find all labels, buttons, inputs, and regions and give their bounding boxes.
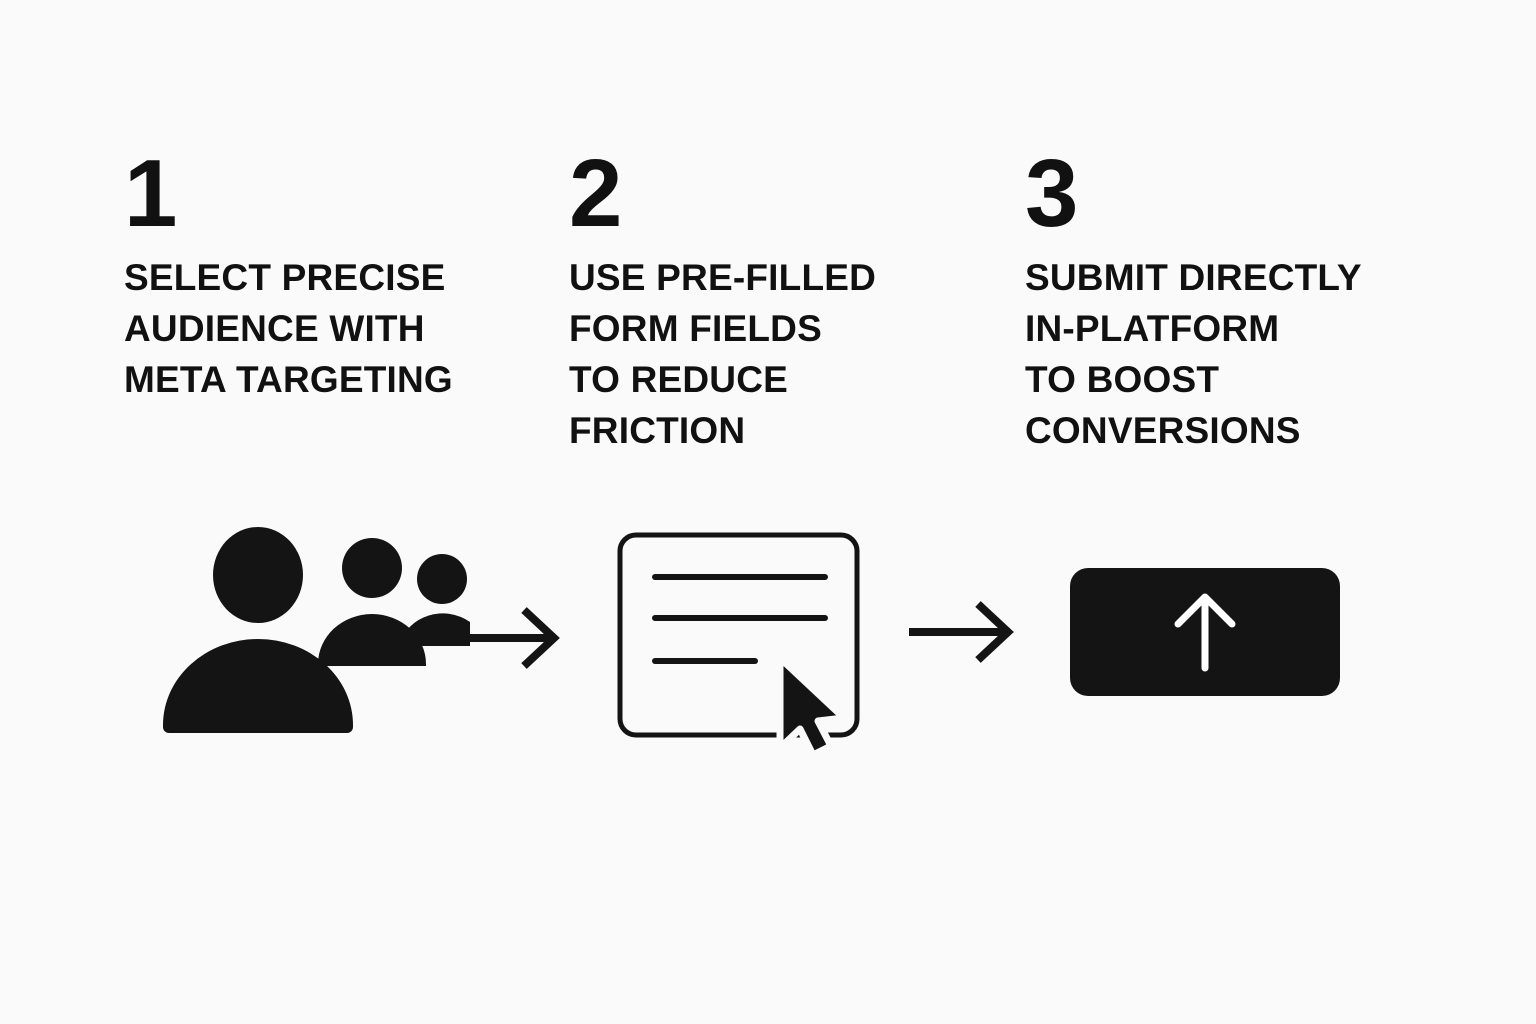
person-body-medium [318, 614, 426, 666]
step-title-3: SUBMIT DIRECTLY IN-PLATFORM TO BOOST CON… [1025, 257, 1362, 451]
person-head-large [213, 527, 303, 623]
person-head-small [417, 554, 467, 604]
arrow-up-icon [1174, 593, 1236, 672]
person-body-small [400, 613, 470, 646]
person-body-large [163, 639, 353, 733]
step-column-1: 1 SELECT PRECISE AUDIENCE WITH META TARG… [124, 140, 524, 405]
audience-people-icon [160, 524, 470, 734]
step-number-1: 1 [124, 140, 177, 247]
arrow-head [975, 601, 1014, 663]
person-head-medium [342, 538, 402, 598]
form-outline [617, 532, 860, 738]
step-column-3: 3 SUBMIT DIRECTLY IN-PLATFORM TO BOOST C… [1025, 140, 1425, 456]
step-number-2: 2 [569, 140, 622, 247]
arrow-right-icon-1 [452, 602, 564, 674]
arrow-head [521, 607, 560, 669]
mouse-cursor-icon [776, 654, 848, 759]
submit-button-up-arrow-icon [1070, 568, 1340, 696]
step-title-1: SELECT PRECISE AUDIENCE WITH META TARGET… [124, 257, 453, 400]
arrow-right-icon-2 [906, 596, 1018, 668]
step-column-2: 2 USE PRE-FILLED FORM FIELDS TO REDUCE F… [569, 140, 939, 456]
step-number-3: 3 [1025, 140, 1078, 247]
form-with-cursor-icon [612, 524, 867, 759]
step-title-2: USE PRE-FILLED FORM FIELDS TO REDUCE FRI… [569, 257, 877, 451]
